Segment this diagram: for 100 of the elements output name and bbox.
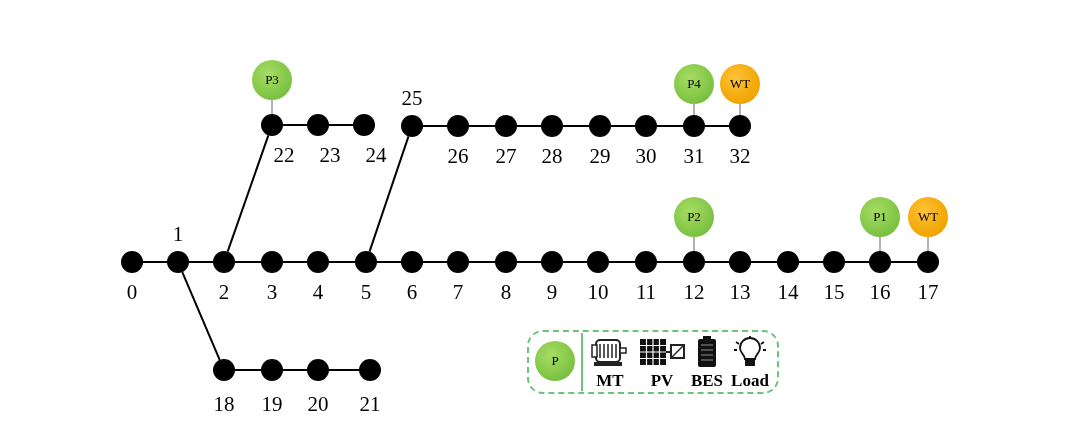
bus-node [261,114,283,136]
feeder-line [328,124,354,126]
connector-line [693,103,695,116]
bus-node [121,251,143,273]
bus-number: 15 [823,281,845,303]
bus-node [495,115,517,137]
bus-number: 30 [635,145,657,167]
bus-node [495,251,517,273]
bus-number: 22 [273,144,295,166]
bus-node [823,251,845,273]
bus-number: 16 [869,281,891,303]
bus-number: 26 [447,145,469,167]
feeder-line [562,261,588,263]
feeder-line [188,261,214,263]
generator-circle: P2 [674,197,714,237]
bus-number: 11 [635,281,657,303]
feeder-line [516,261,542,263]
legend-label: Load [731,372,769,390]
feeder-line [142,261,168,263]
bus-number: 7 [452,281,464,303]
bus-node [589,115,611,137]
feeder-line [181,271,221,361]
bus-number: 21 [359,393,381,415]
feeder-line [656,261,684,263]
bus-number: 4 [312,281,324,303]
bus-node [729,115,751,137]
feeder-line [468,125,496,127]
bus-node [355,251,377,273]
bus-number: 31 [683,145,705,167]
bus-node [261,251,283,273]
bus-number: 2 [218,281,230,303]
bus-number: 32 [729,145,751,167]
bus-number: 27 [495,145,517,167]
connector-line [927,236,929,252]
wind-turbine-circle: WT [908,197,948,237]
feeder-line [704,125,730,127]
bus-node [401,251,423,273]
bus-number: 20 [307,393,329,415]
bus-node [213,251,235,273]
bus-node [401,115,423,137]
connector-line [739,103,741,116]
feeder-line [608,261,636,263]
feeder-line [750,261,778,263]
feeder-line [656,125,684,127]
feeder-line [226,134,270,253]
feeder-line [282,124,308,126]
feeder-line [610,125,636,127]
generator-circle: P4 [674,64,714,104]
bus-number: 25 [401,87,423,109]
bus-node [447,251,469,273]
bus-node [447,115,469,137]
bus-node [307,251,329,273]
bus-number: 18 [213,393,235,415]
bus-number: 13 [729,281,751,303]
bus-number: 17 [917,281,939,303]
bus-number: 3 [266,281,278,303]
feeder-line [422,125,448,127]
wind-turbine-circle: WT [720,64,760,104]
bus-node [777,251,799,273]
bus-number: 8 [500,281,512,303]
feeder-line [234,261,262,263]
feeder-line [844,261,870,263]
generator-circle: P3 [252,60,292,100]
feeder-line [516,125,542,127]
connector-line [693,236,695,252]
generator-circle: P1 [860,197,900,237]
bus-number: 0 [126,281,138,303]
feeder-line [328,261,356,263]
feeder-line [376,261,402,263]
bus-node [359,359,381,381]
feeder-line [234,369,262,371]
bus-node [917,251,939,273]
bus-number: 6 [406,281,418,303]
bus-node [213,359,235,381]
bus-number: 9 [546,281,558,303]
bus-number: 14 [777,281,799,303]
legend-label: MT [596,372,624,390]
bus-node [635,115,657,137]
feeder-line [368,135,410,253]
bus-node [729,251,751,273]
bus-number: 29 [589,145,611,167]
bus-number: 28 [541,145,563,167]
bus-node [541,115,563,137]
bus-node [307,114,329,136]
feeder-line [282,261,308,263]
bus-number: 19 [261,393,283,415]
bus-node [635,251,657,273]
bus-number: 10 [587,281,609,303]
bus-node [307,359,329,381]
connector-line [271,99,273,115]
feeder-line [282,369,308,371]
feeder-line [422,261,448,263]
bus-number: 1 [172,223,184,245]
bus-node [541,251,563,273]
bus-node [869,251,891,273]
feeder-line [328,369,360,371]
bus-number: 23 [319,144,341,166]
bus-number: 12 [683,281,705,303]
bus-number: 5 [360,281,372,303]
feeder-line [704,261,730,263]
